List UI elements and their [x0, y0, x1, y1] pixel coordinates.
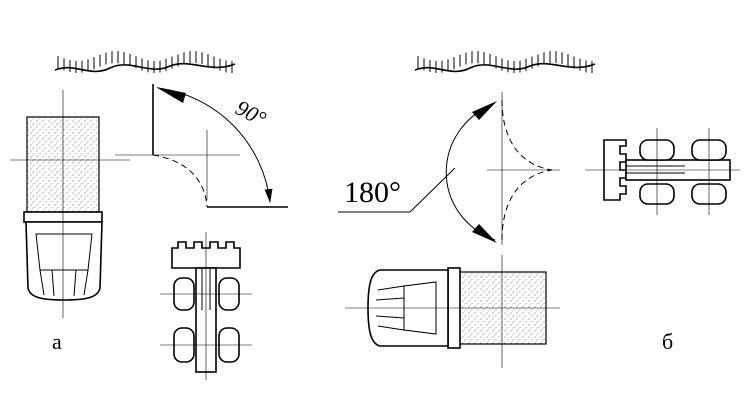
rock-face-left [54, 51, 236, 73]
arrowhead-90-start [156, 87, 186, 103]
panel-a: 90° а [10, 51, 288, 380]
leader-line-180 [338, 167, 456, 213]
panel-b: 180° б [338, 51, 740, 368]
excavator-left [160, 232, 252, 380]
rock-face-right [414, 51, 596, 73]
truck-left-cab [25, 221, 103, 301]
panel-label-b: б [662, 329, 673, 354]
angle-label-180: 180° [344, 176, 401, 209]
trajectory-180 [338, 92, 560, 245]
truck-left [10, 90, 130, 318]
truck-right [345, 255, 560, 368]
arc-arrow-180 [445, 102, 496, 241]
excavator-right [585, 128, 740, 215]
panel-label-a: а [52, 329, 62, 354]
angle-label-90: 90° [232, 95, 271, 132]
trajectory-90 [115, 84, 288, 208]
